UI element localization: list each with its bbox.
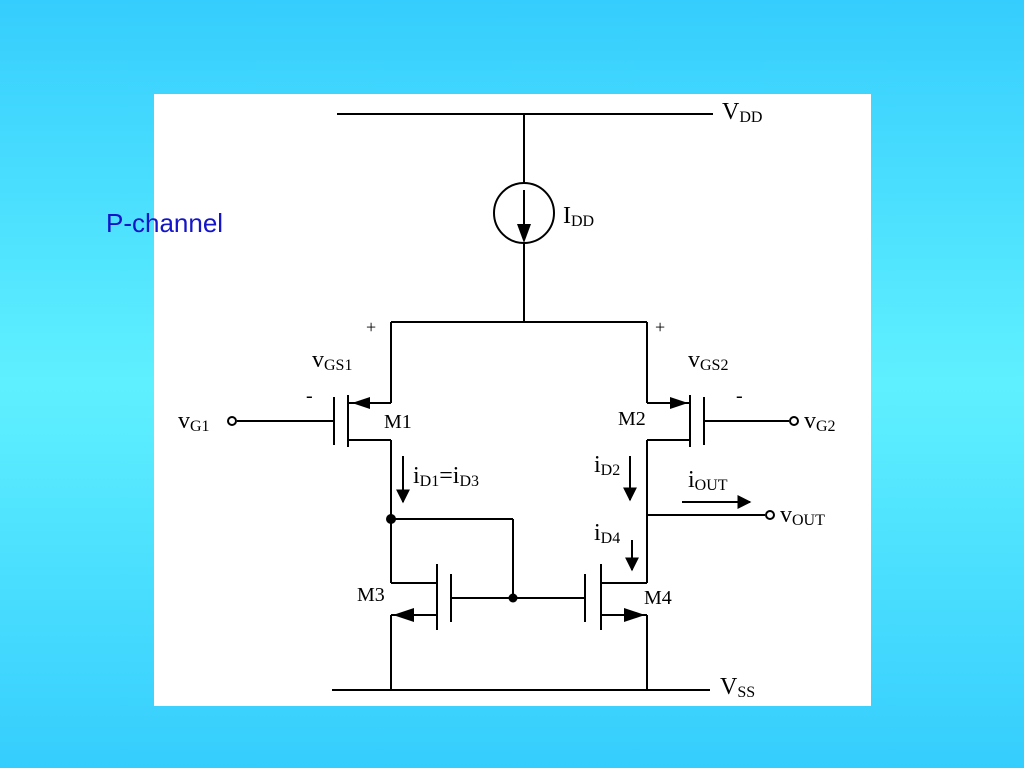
vgs1-label: vGS1 <box>312 347 352 374</box>
vdd-label: VDD <box>722 99 762 126</box>
idd-label: IDD <box>563 203 594 230</box>
output-node <box>647 510 775 520</box>
vss-label: VSS <box>720 674 755 701</box>
id1-id3-label: iD1=iD3 <box>413 463 479 490</box>
m3-label: M3 <box>357 584 385 606</box>
vgs2-plus: + <box>655 317 665 337</box>
vgs1-minus: - <box>306 385 313 407</box>
iout-label: iOUT <box>688 467 728 494</box>
mirror-node <box>386 514 585 603</box>
vg2-label: vG2 <box>804 408 836 435</box>
slide-label: P-channel <box>106 208 224 238</box>
diagram-panel <box>154 94 871 706</box>
vgs1-plus: + <box>366 317 376 337</box>
m1-label: M1 <box>384 411 412 433</box>
transistor-m2 <box>646 322 799 583</box>
m4-label: M4 <box>644 587 672 609</box>
transistor-m4 <box>584 564 648 690</box>
current-source-idd <box>493 114 555 322</box>
id2-label: iD2 <box>594 452 620 479</box>
transistor-m1 <box>227 322 392 519</box>
vout-label: vOUT <box>780 502 825 529</box>
m2-label: M2 <box>618 408 646 430</box>
id4-label: iD4 <box>594 520 620 547</box>
vgs2-label: vGS2 <box>688 347 728 374</box>
transistor-m3 <box>390 519 452 690</box>
vgs2-minus: - <box>736 385 743 407</box>
vg1-label: vG1 <box>178 408 210 435</box>
